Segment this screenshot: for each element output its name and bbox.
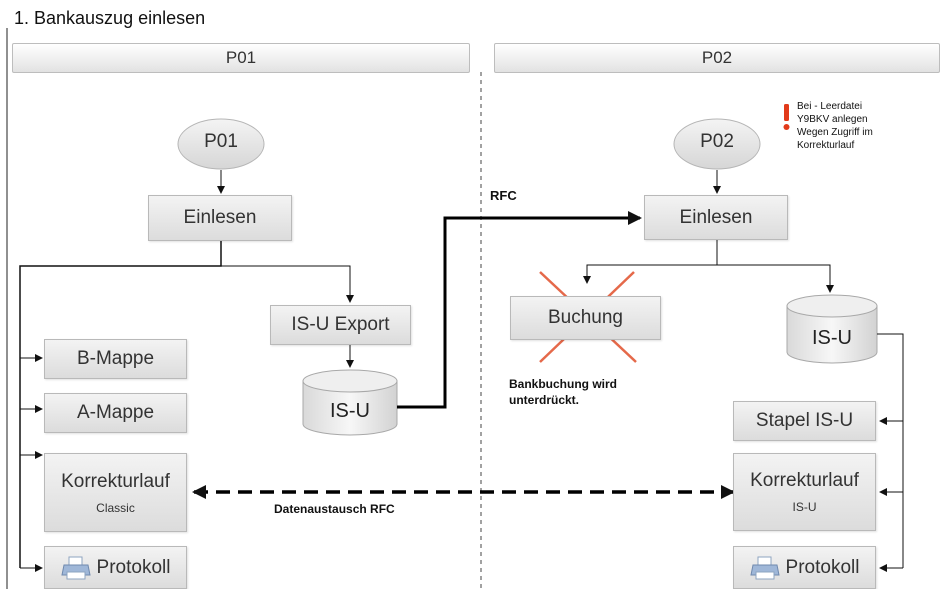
correction-sub-classic: Classic	[96, 500, 135, 515]
db-label-right: IS-U	[812, 327, 852, 349]
correction-label-classic: Korrekturlauf	[61, 470, 170, 492]
b-mappe-box: B-Mappe	[44, 339, 187, 379]
read-box-p01: Einlesen	[148, 195, 292, 241]
stack-label: Stapel IS-U	[755, 410, 854, 431]
rfc-label: RFC	[490, 188, 517, 203]
posting-note-line: unterdrückt.	[509, 393, 580, 407]
protocol-box-left: Protokoll	[44, 546, 187, 589]
posting-note-line: Bankbuchung wird	[509, 377, 617, 391]
protocol-box-right: Protokoll	[733, 546, 876, 589]
correction-box-classic: Korrekturlauf Classic	[44, 453, 187, 532]
protocol-label-right: Protokoll	[785, 556, 860, 578]
printer-icon	[60, 555, 91, 581]
posting-note: Bankbuchung wird unterdrückt.	[509, 376, 617, 408]
printer-icon	[749, 555, 780, 581]
stack-box: Stapel IS-U	[733, 401, 876, 441]
warning-note-line: Bei - Leerdatei	[797, 101, 863, 112]
warning-note-line: Korrekturlauf	[797, 140, 855, 151]
warning-note-line: Y9BKV anlegen	[797, 114, 868, 125]
a-mappe-box: A-Mappe	[44, 393, 187, 433]
start-oval-p02	[673, 118, 761, 170]
warning-note: Bei - Leerdatei Y9BKV anlegen Wegen Zugr…	[797, 100, 873, 152]
export-label: IS-U Export	[291, 314, 390, 335]
warning-note-line: Wegen Zugriff im	[797, 127, 873, 138]
correction-box-isu: Korrekturlauf IS-U	[733, 453, 876, 531]
start-label-p02: P02	[700, 131, 734, 152]
export-box: IS-U Export	[270, 305, 411, 345]
read-label-p02: Einlesen	[679, 206, 753, 228]
database-icon-right	[786, 294, 878, 364]
protocol-label-left: Protokoll	[96, 556, 171, 578]
header-p01: P01	[12, 43, 470, 73]
correction-label-isu: Korrekturlauf	[750, 470, 859, 491]
read-box-p02: Einlesen	[644, 195, 788, 240]
exchange-label: Datenaustausch RFC	[274, 502, 395, 516]
read-label-p01: Einlesen	[183, 207, 257, 228]
warning-icon	[783, 104, 790, 130]
b-mappe-label: B-Mappe	[76, 348, 155, 369]
db-label-left: IS-U	[330, 400, 370, 422]
correction-sub-isu: IS-U	[792, 500, 817, 514]
a-mappe-label: A-Mappe	[76, 402, 155, 423]
database-icon-left	[302, 369, 398, 436]
start-label-p01: P01	[204, 131, 238, 152]
header-p02: P02	[494, 43, 940, 73]
start-oval-p01	[177, 118, 265, 170]
posting-label: Buchung	[547, 307, 623, 328]
page-title: 1. Bankauszug einlesen	[14, 8, 206, 28]
posting-box: Buchung	[510, 296, 661, 340]
